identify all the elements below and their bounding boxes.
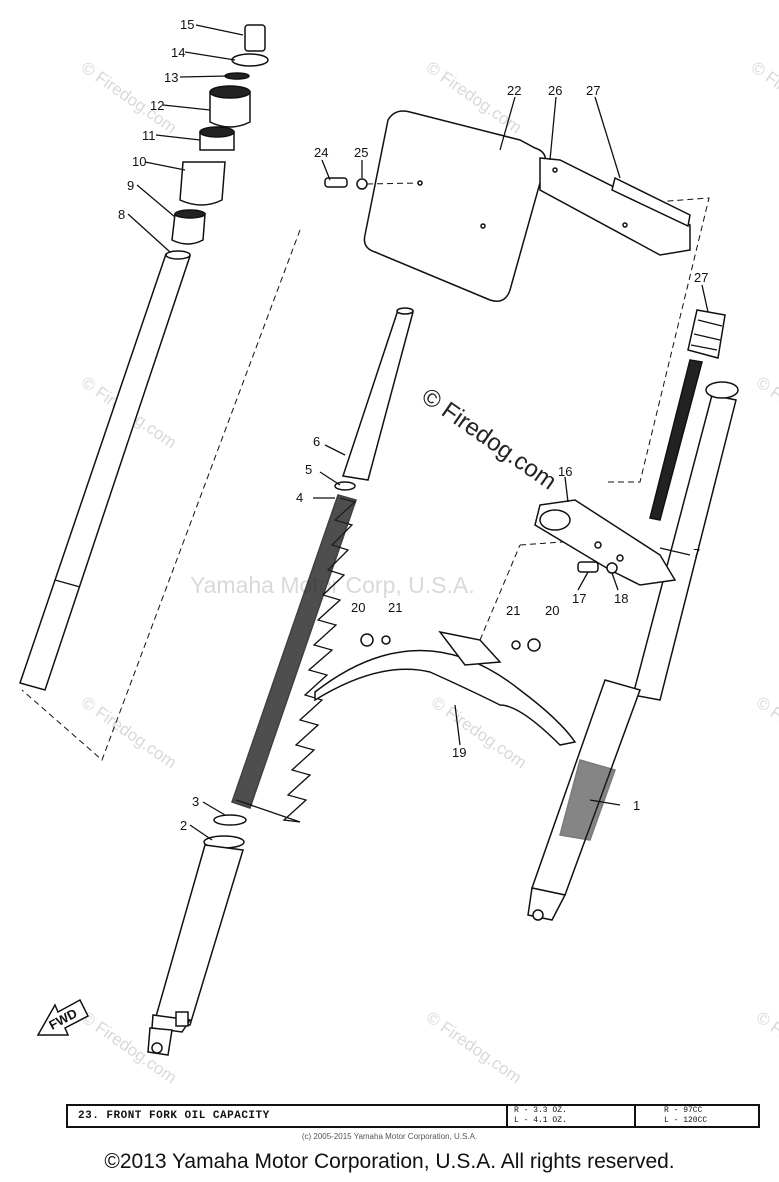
fork-cap-assembly [171, 24, 269, 245]
lower-fork-tube [154, 844, 244, 1026]
watermark: © Firedog.com [748, 58, 779, 138]
oil-capacity-title: 23. FRONT FORK OIL CAPACITY [78, 1110, 270, 1122]
callout-22: 22 [507, 83, 521, 98]
callout-8: 8 [118, 207, 125, 222]
callout-15: 15 [180, 17, 194, 32]
callout-7: 7 [693, 546, 700, 561]
fender-bolt [360, 633, 374, 647]
callout-9: 9 [127, 178, 134, 193]
watermark: © Firedog.com [753, 693, 779, 773]
callout-18: 18 [614, 591, 628, 606]
source-line: (c) 2005-2015 Yamaha Motor Corporation, … [301, 1132, 478, 1141]
callout-23: 24 [314, 145, 328, 160]
watermark: © Firedog.com [753, 1008, 779, 1088]
part-callouts: 15 14 13 12 11 10 9 8 24 25 22 26 27 27 … [118, 17, 708, 833]
oil-left-oz: L - 4.1 OZ. [514, 1116, 567, 1125]
callout-13: 13 [164, 70, 178, 85]
callout-5: 5 [305, 462, 312, 477]
callout-20: 20 [545, 603, 559, 618]
oil-right-cc: R - 97CC [664, 1106, 703, 1115]
callout-21: 21 [506, 603, 520, 618]
callout-20: 20 [351, 600, 365, 615]
front-fender [314, 649, 577, 746]
outer-tube [19, 253, 192, 691]
spacer [179, 161, 226, 206]
number-plate [363, 110, 547, 302]
plate-bracket [539, 157, 691, 256]
damper-tube [342, 309, 414, 481]
fork-spring [235, 497, 357, 823]
circlip [213, 814, 247, 826]
callout-10: 10 [132, 154, 146, 169]
fender-bracket [438, 630, 502, 666]
callout-1: 1 [633, 798, 640, 813]
watermark: © Firedog.com [78, 693, 180, 773]
fork-boot [687, 309, 726, 359]
oil-capacity-oz: R - 3.3 OZ. L - 4.1 OZ. [506, 1106, 636, 1126]
callout-16: 16 [558, 464, 572, 479]
pinch-bolt [577, 561, 599, 573]
fender-bolt [527, 638, 541, 652]
o-ring [224, 72, 250, 80]
pinch-washer [606, 562, 618, 574]
callout-19: 19 [452, 745, 466, 760]
plate-bolt [324, 177, 348, 188]
cap-bolt [244, 24, 266, 52]
oil-capacity-cc: R - 97CC L - 120CC [664, 1106, 707, 1126]
callout-12: 12 [150, 98, 164, 113]
callout-11: 11 [142, 128, 156, 143]
fender-washer [381, 635, 391, 645]
oil-left-cc: L - 120CC [664, 1116, 708, 1125]
callout-14: 14 [171, 45, 185, 60]
leader-lines [127, 24, 709, 841]
seal-holder [171, 213, 206, 245]
callout-6: 6 [313, 434, 320, 449]
center-watermark: © Firedog.com [417, 383, 562, 496]
washer [231, 53, 269, 67]
callout-26: 27 [586, 83, 600, 98]
callout-4: 4 [296, 490, 303, 505]
copyright-notice: ©2013 Yamaha Motor Corporation, U.S.A. A… [104, 1150, 675, 1173]
callout-21: 21 [388, 600, 402, 615]
callout-2: 2 [180, 818, 187, 833]
company-watermark: Yamaha Motor Corp, U.S.A. [190, 572, 475, 598]
callout-27: 27 [694, 270, 708, 285]
callout-17: 17 [572, 591, 586, 606]
callout-24: 25 [354, 145, 368, 160]
oil-right-oz: R - 3.3 OZ. [514, 1106, 567, 1115]
callout-25: 26 [548, 83, 562, 98]
fwd-arrow: FWD [36, 998, 90, 1036]
watermark: © Firedog.com [753, 373, 779, 453]
callout-3: 3 [192, 794, 199, 809]
fender-washer [511, 640, 521, 650]
right-fork-tube [632, 394, 737, 701]
oil-capacity-table: 23. FRONT FORK OIL CAPACITY R - 3.3 OZ. … [66, 1104, 760, 1128]
plate-washer [356, 178, 368, 190]
rubber-band [611, 176, 691, 228]
watermark: © Firedog.com [423, 1008, 525, 1088]
cap-nut [209, 91, 251, 128]
